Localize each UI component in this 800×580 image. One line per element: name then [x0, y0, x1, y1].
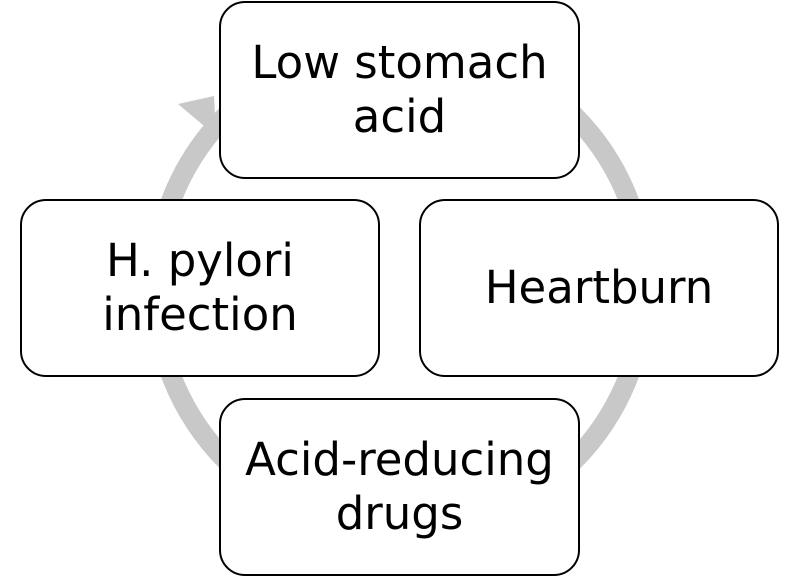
node-label-heartburn: Heartburn — [484, 261, 714, 314]
node-heartburn: Heartburn — [419, 199, 779, 377]
node-label-low-stomach-acid: Low stomach acid — [251, 36, 548, 143]
node-label-acid-reducing-drugs: Acid-reducing drugs — [245, 433, 554, 540]
cycle-arrowhead-icon — [178, 96, 216, 136]
node-low-stomach-acid: Low stomach acid — [219, 1, 580, 179]
node-acid-reducing-drugs: Acid-reducing drugs — [219, 398, 580, 576]
node-h-pylori-infection: H. pylori infection — [20, 199, 380, 377]
node-label-h-pylori-infection: H. pylori infection — [102, 234, 298, 341]
